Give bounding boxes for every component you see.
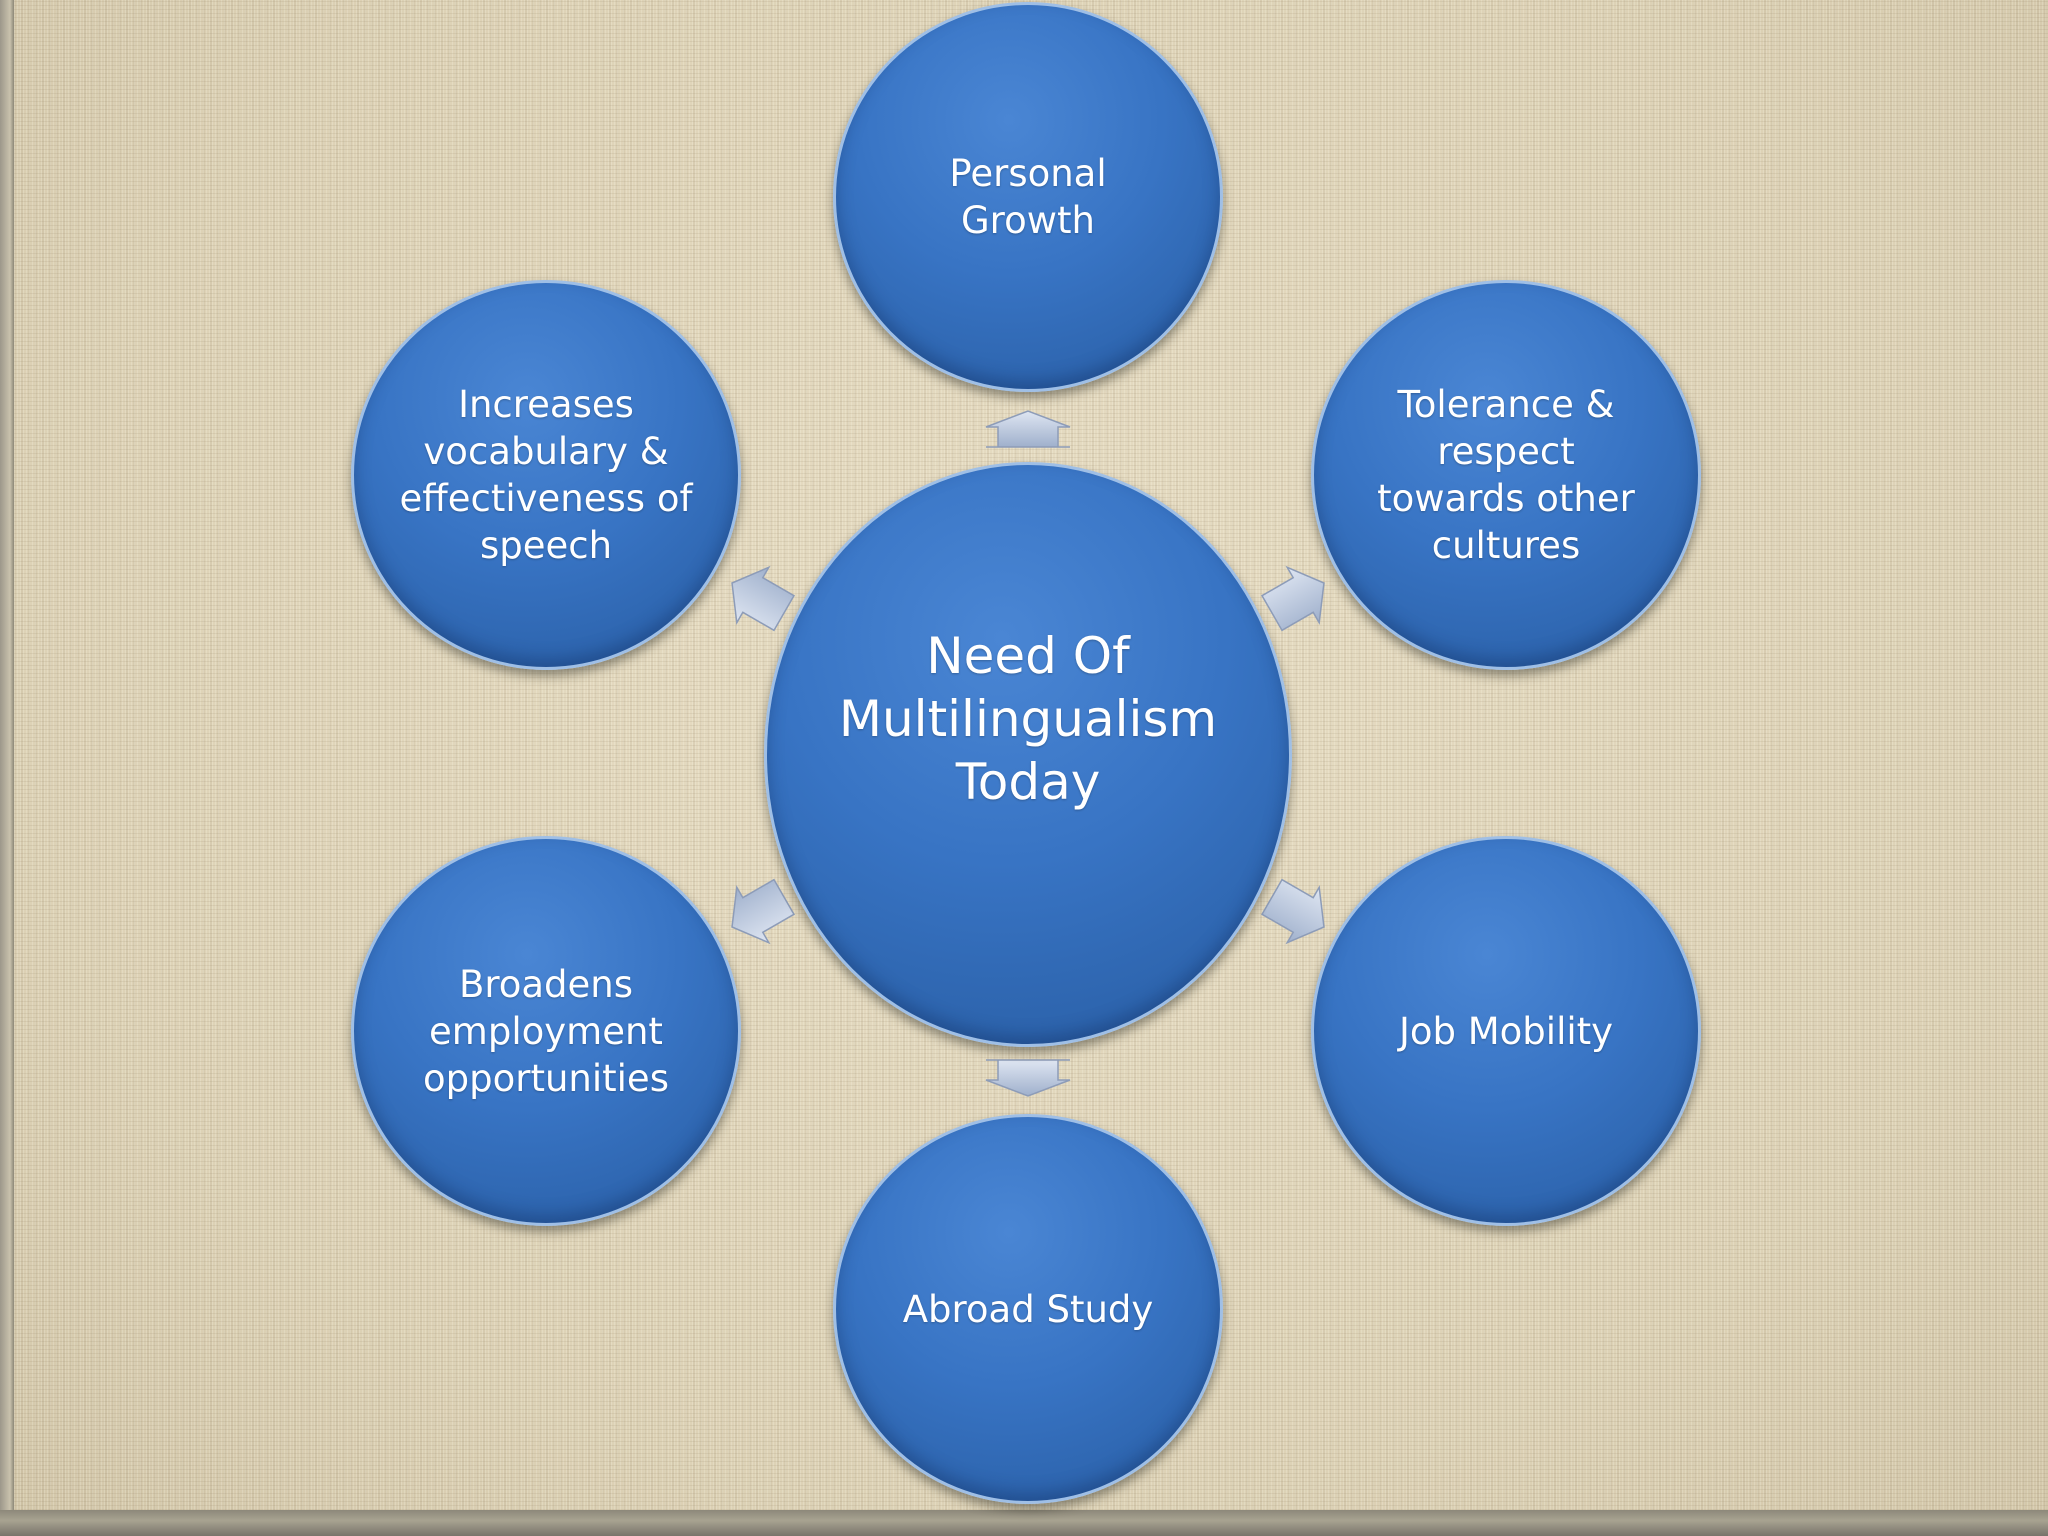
node-tolerance-label: Tolerance & respect towards other cultur…	[1377, 383, 1635, 567]
node-vocabulary-label: Increases vocabulary & effectiveness of …	[399, 383, 693, 567]
node-abroad-study-label: Abroad Study	[902, 1287, 1154, 1331]
arrow-upper-left-vocabulary	[731, 565, 796, 632]
node-job-mobility: Job Mobility	[1311, 836, 1701, 1226]
node-tolerance: Tolerance & respect towards other cultur…	[1311, 280, 1701, 670]
node-personal-growth: Personal Growth	[833, 2, 1223, 392]
node-center-label: Need Of Multilingualism Today	[838, 627, 1218, 811]
arrow-upper-right-tolerance	[1260, 565, 1325, 632]
arrow-down-abroad-study	[985, 1059, 1071, 1097]
node-employment-label: Broadens employment opportunities	[423, 962, 669, 1100]
arrow-lower-left-employment	[731, 878, 796, 945]
node-personal-growth-label: Personal Growth	[949, 152, 1107, 242]
node-vocabulary: Increases vocabulary & effectiveness of …	[351, 280, 741, 670]
slide-bottom-border	[0, 1510, 2048, 1536]
node-center: Need Of Multilingualism Today	[764, 462, 1292, 1047]
node-abroad-study: Abroad Study	[833, 1114, 1223, 1504]
node-job-mobility-label: Job Mobility	[1398, 1009, 1614, 1053]
node-employment: Broadens employment opportunities	[351, 836, 741, 1226]
arrow-lower-right-job-mobility	[1260, 878, 1325, 945]
arrow-up-personal-growth	[985, 410, 1071, 448]
